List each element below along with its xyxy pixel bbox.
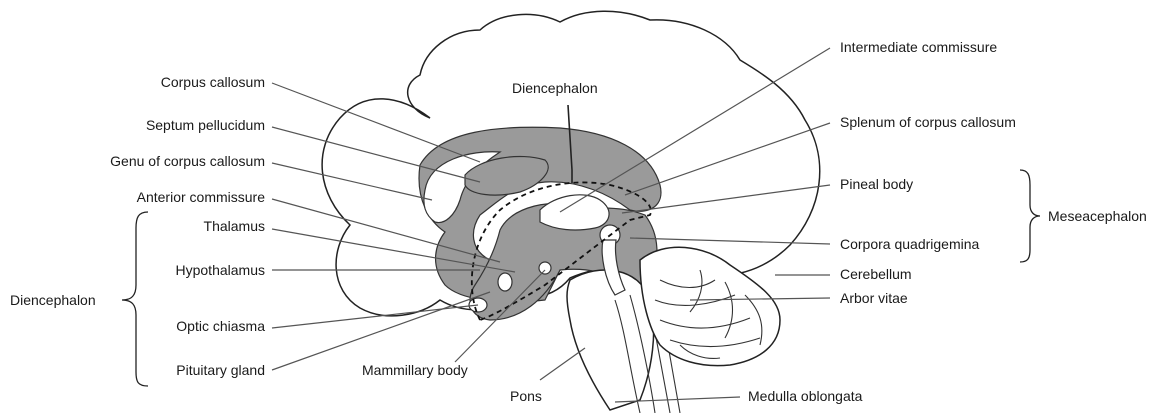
label-anterior-commissure: Anterior commissure bbox=[137, 189, 265, 205]
meseacephalon-brace bbox=[1020, 170, 1040, 262]
label-splenum: Splenum of corpus callosum bbox=[840, 114, 1016, 130]
label-thalamus: Thalamus bbox=[204, 218, 265, 234]
pituitary-shape bbox=[498, 273, 512, 291]
label-pons: Pons bbox=[510, 388, 542, 404]
mammillary-shape bbox=[539, 262, 551, 274]
label-meseacephalon: Meseacephalon bbox=[1048, 208, 1147, 224]
label-pineal-body: Pineal body bbox=[840, 176, 913, 192]
label-optic-chiasma: Optic chiasma bbox=[176, 318, 265, 334]
leader-pons bbox=[540, 348, 585, 380]
diencephalon-brace bbox=[122, 212, 148, 386]
label-corpora-quadrigemina: Corpora quadrigemina bbox=[840, 236, 979, 252]
label-intermediate-commissure: Intermediate commissure bbox=[840, 39, 997, 55]
label-cerebellum: Cerebellum bbox=[840, 266, 912, 282]
label-mammillary-body: Mammillary body bbox=[362, 362, 468, 378]
label-diencephalon-side: Diencephalon bbox=[10, 292, 96, 308]
label-medulla-oblongata: Medulla oblongata bbox=[748, 388, 862, 404]
label-arbor-vitae: Arbor vitae bbox=[840, 290, 908, 306]
label-corpus-callosum: Corpus callosum bbox=[161, 74, 265, 90]
pons-shape bbox=[567, 270, 654, 410]
label-pituitary-gland: Pituitary gland bbox=[176, 362, 265, 378]
label-septum-pellucidum: Septum pellucidum bbox=[146, 117, 265, 133]
label-genu: Genu of corpus callosum bbox=[110, 153, 265, 169]
label-hypothalamus: Hypothalamus bbox=[176, 262, 266, 278]
label-diencephalon-top: Diencephalon bbox=[512, 80, 598, 96]
